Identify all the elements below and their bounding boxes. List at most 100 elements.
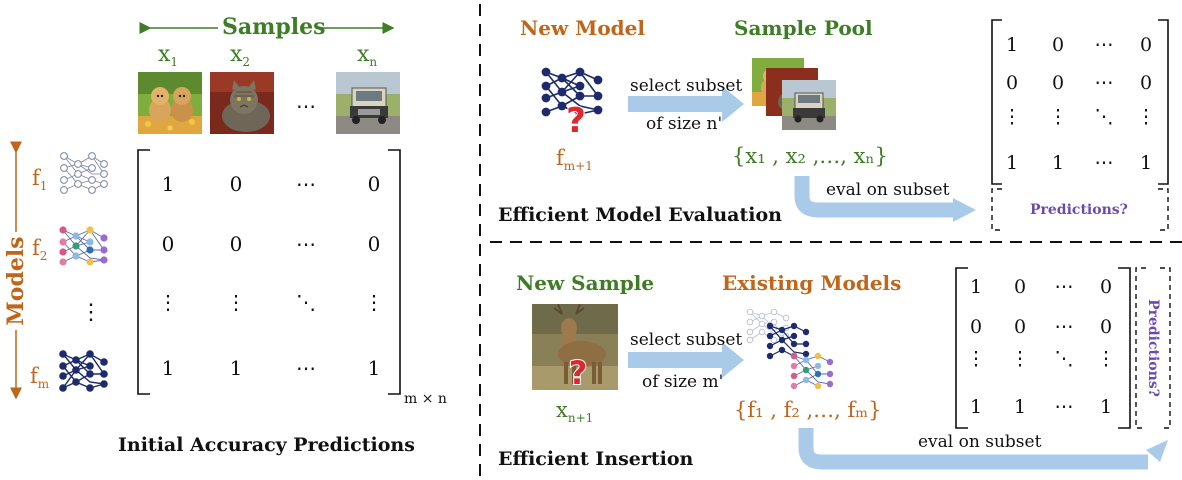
tr-matrix-bracket-left — [991, 19, 1002, 185]
existing-models-label: Existing Models — [722, 271, 902, 295]
matrix-size-label: m × n — [404, 391, 447, 407]
matrix-cell: 0 — [1013, 276, 1027, 298]
matrix-cell: ⋮ — [1002, 106, 1022, 128]
matrix-cell: ⋮ — [364, 290, 384, 314]
model-subset-expression: {f₁ , f₂ ,…, fₘ} — [734, 398, 882, 422]
matrix-cell: ⋯ — [1094, 34, 1114, 56]
matrix-cell: ⋮ — [1136, 106, 1156, 128]
matrix-cell: ⋯ — [1054, 276, 1074, 298]
matrix-cell: ⋱ — [1094, 106, 1114, 128]
tr-eval-arrow — [794, 176, 976, 222]
matrix-cell: 1 — [367, 356, 381, 380]
matrix-cell: 1 — [1005, 152, 1019, 174]
model-name-fm: fm — [30, 364, 50, 391]
tr-select-text-2: of size n' — [646, 114, 723, 134]
matrix-cell: ⋱ — [296, 290, 316, 314]
tr-predictions-label: Predictions? — [1030, 202, 1128, 218]
sample-ellipsis: ⋯ — [296, 94, 316, 118]
matrix-cell: 0 — [367, 232, 381, 256]
matrix-cell: 0 — [229, 172, 243, 196]
svg-text:?: ? — [569, 354, 588, 390]
matrix-cell: 0 — [229, 232, 243, 256]
network-fm-icon — [59, 350, 108, 392]
matrix-cell: 1 — [1005, 34, 1019, 56]
sample-image-dogs — [138, 72, 202, 134]
sample-name-x2: x2 — [230, 42, 251, 69]
tr-predictions-box — [991, 188, 1169, 231]
matrix-cell: ⋯ — [1094, 152, 1114, 174]
sample-image-truck — [336, 72, 400, 134]
matrix-cell: ⋮ — [966, 348, 986, 370]
br-matrix-bracket-left — [955, 267, 968, 429]
matrix-cell: ⋯ — [296, 232, 316, 256]
br-select-arrow — [628, 342, 744, 378]
new-sample-label: New Sample — [516, 271, 655, 295]
model-name-f2: f2 — [32, 236, 48, 263]
matrix-cell: ⋯ — [1094, 72, 1114, 94]
matrix-cell: 0 — [1051, 34, 1065, 56]
matrix-cell: ⋯ — [1054, 316, 1074, 338]
matrix-cell: ⋱ — [1054, 348, 1074, 370]
matrix-cell: 1 — [1139, 152, 1153, 174]
sample-pool-label: Sample Pool — [734, 16, 873, 40]
matrix-cell: 1 — [161, 172, 175, 196]
matrix-cell: 1 — [161, 356, 175, 380]
br-select-text-1: select subset — [630, 330, 743, 350]
new-sample-name: xn+1 — [556, 398, 594, 425]
matrix-cell: ⋮ — [158, 290, 178, 314]
pool-image-truck — [782, 80, 836, 130]
left-matrix-bracket-right — [388, 149, 401, 395]
matrix-cell: 1 — [229, 356, 243, 380]
matrix-cell: 1 — [969, 396, 983, 418]
network-f1-icon — [60, 152, 108, 194]
new-model-network-icon: ? — [541, 67, 603, 136]
matrix-cell: 1 — [969, 276, 983, 298]
sample-name-xn: xn — [357, 42, 378, 69]
new-model-name: fm+1 — [556, 146, 593, 173]
matrix-cell: ⋯ — [296, 356, 316, 380]
left-caption: Initial Accuracy Predictions — [118, 434, 415, 456]
matrix-cell: 0 — [1005, 72, 1019, 94]
matrix-cell: ⋮ — [1010, 348, 1030, 370]
network-f2-icon — [59, 226, 108, 266]
br-predictions-box — [1135, 267, 1171, 429]
sample-subset-expression: {x₁ , x₂ ,…, xₙ} — [732, 144, 888, 168]
matrix-cell: 1 — [1051, 152, 1065, 174]
br-eval-arrow — [798, 428, 1168, 470]
efficient-model-evaluation-caption: Efficient Model Evaluation — [498, 204, 782, 226]
svg-text:?: ? — [566, 101, 586, 136]
tr-eval-text: eval on subset — [826, 180, 950, 200]
br-select-text-2: of size m' — [642, 372, 724, 392]
matrix-cell: 0 — [1099, 316, 1113, 338]
model-name-f1: f1 — [32, 166, 48, 193]
models-axis-label: Models — [3, 236, 29, 326]
matrix-cell: ⋮ — [1096, 348, 1116, 370]
matrix-cell: 0 — [1139, 34, 1153, 56]
matrix-cell: 0 — [1051, 72, 1065, 94]
matrix-cell: 0 — [1013, 316, 1027, 338]
tr-select-arrow — [628, 86, 744, 122]
matrix-cell: 0 — [1099, 276, 1113, 298]
br-predictions-label: Predictions? — [1145, 299, 1161, 397]
tr-select-text-1: select subset — [630, 76, 743, 96]
existing-models-stack-icon — [746, 308, 834, 390]
tr-matrix-bracket-right — [1158, 19, 1169, 185]
efficient-insertion-caption: Efficient Insertion — [498, 448, 694, 470]
new-sample-deer-image: ? — [532, 304, 618, 390]
matrix-cell: 0 — [161, 232, 175, 256]
sample-image-cat — [210, 72, 274, 134]
matrix-cell: ⋮ — [1048, 106, 1068, 128]
matrix-cell: 0 — [969, 316, 983, 338]
matrix-cell: 1 — [1099, 396, 1113, 418]
matrix-cell: ⋯ — [296, 172, 316, 196]
br-eval-text: eval on subset — [918, 432, 1042, 452]
matrix-cell: 0 — [1139, 72, 1153, 94]
matrix-cell: ⋮ — [226, 290, 246, 314]
new-model-label: New Model — [520, 16, 645, 40]
matrix-cell: 1 — [1013, 396, 1027, 418]
left-matrix-bracket-left — [137, 149, 150, 395]
matrix-cell: 0 — [367, 172, 381, 196]
br-matrix-bracket-right — [1118, 267, 1131, 429]
samples-axis-label: Samples — [222, 14, 326, 40]
